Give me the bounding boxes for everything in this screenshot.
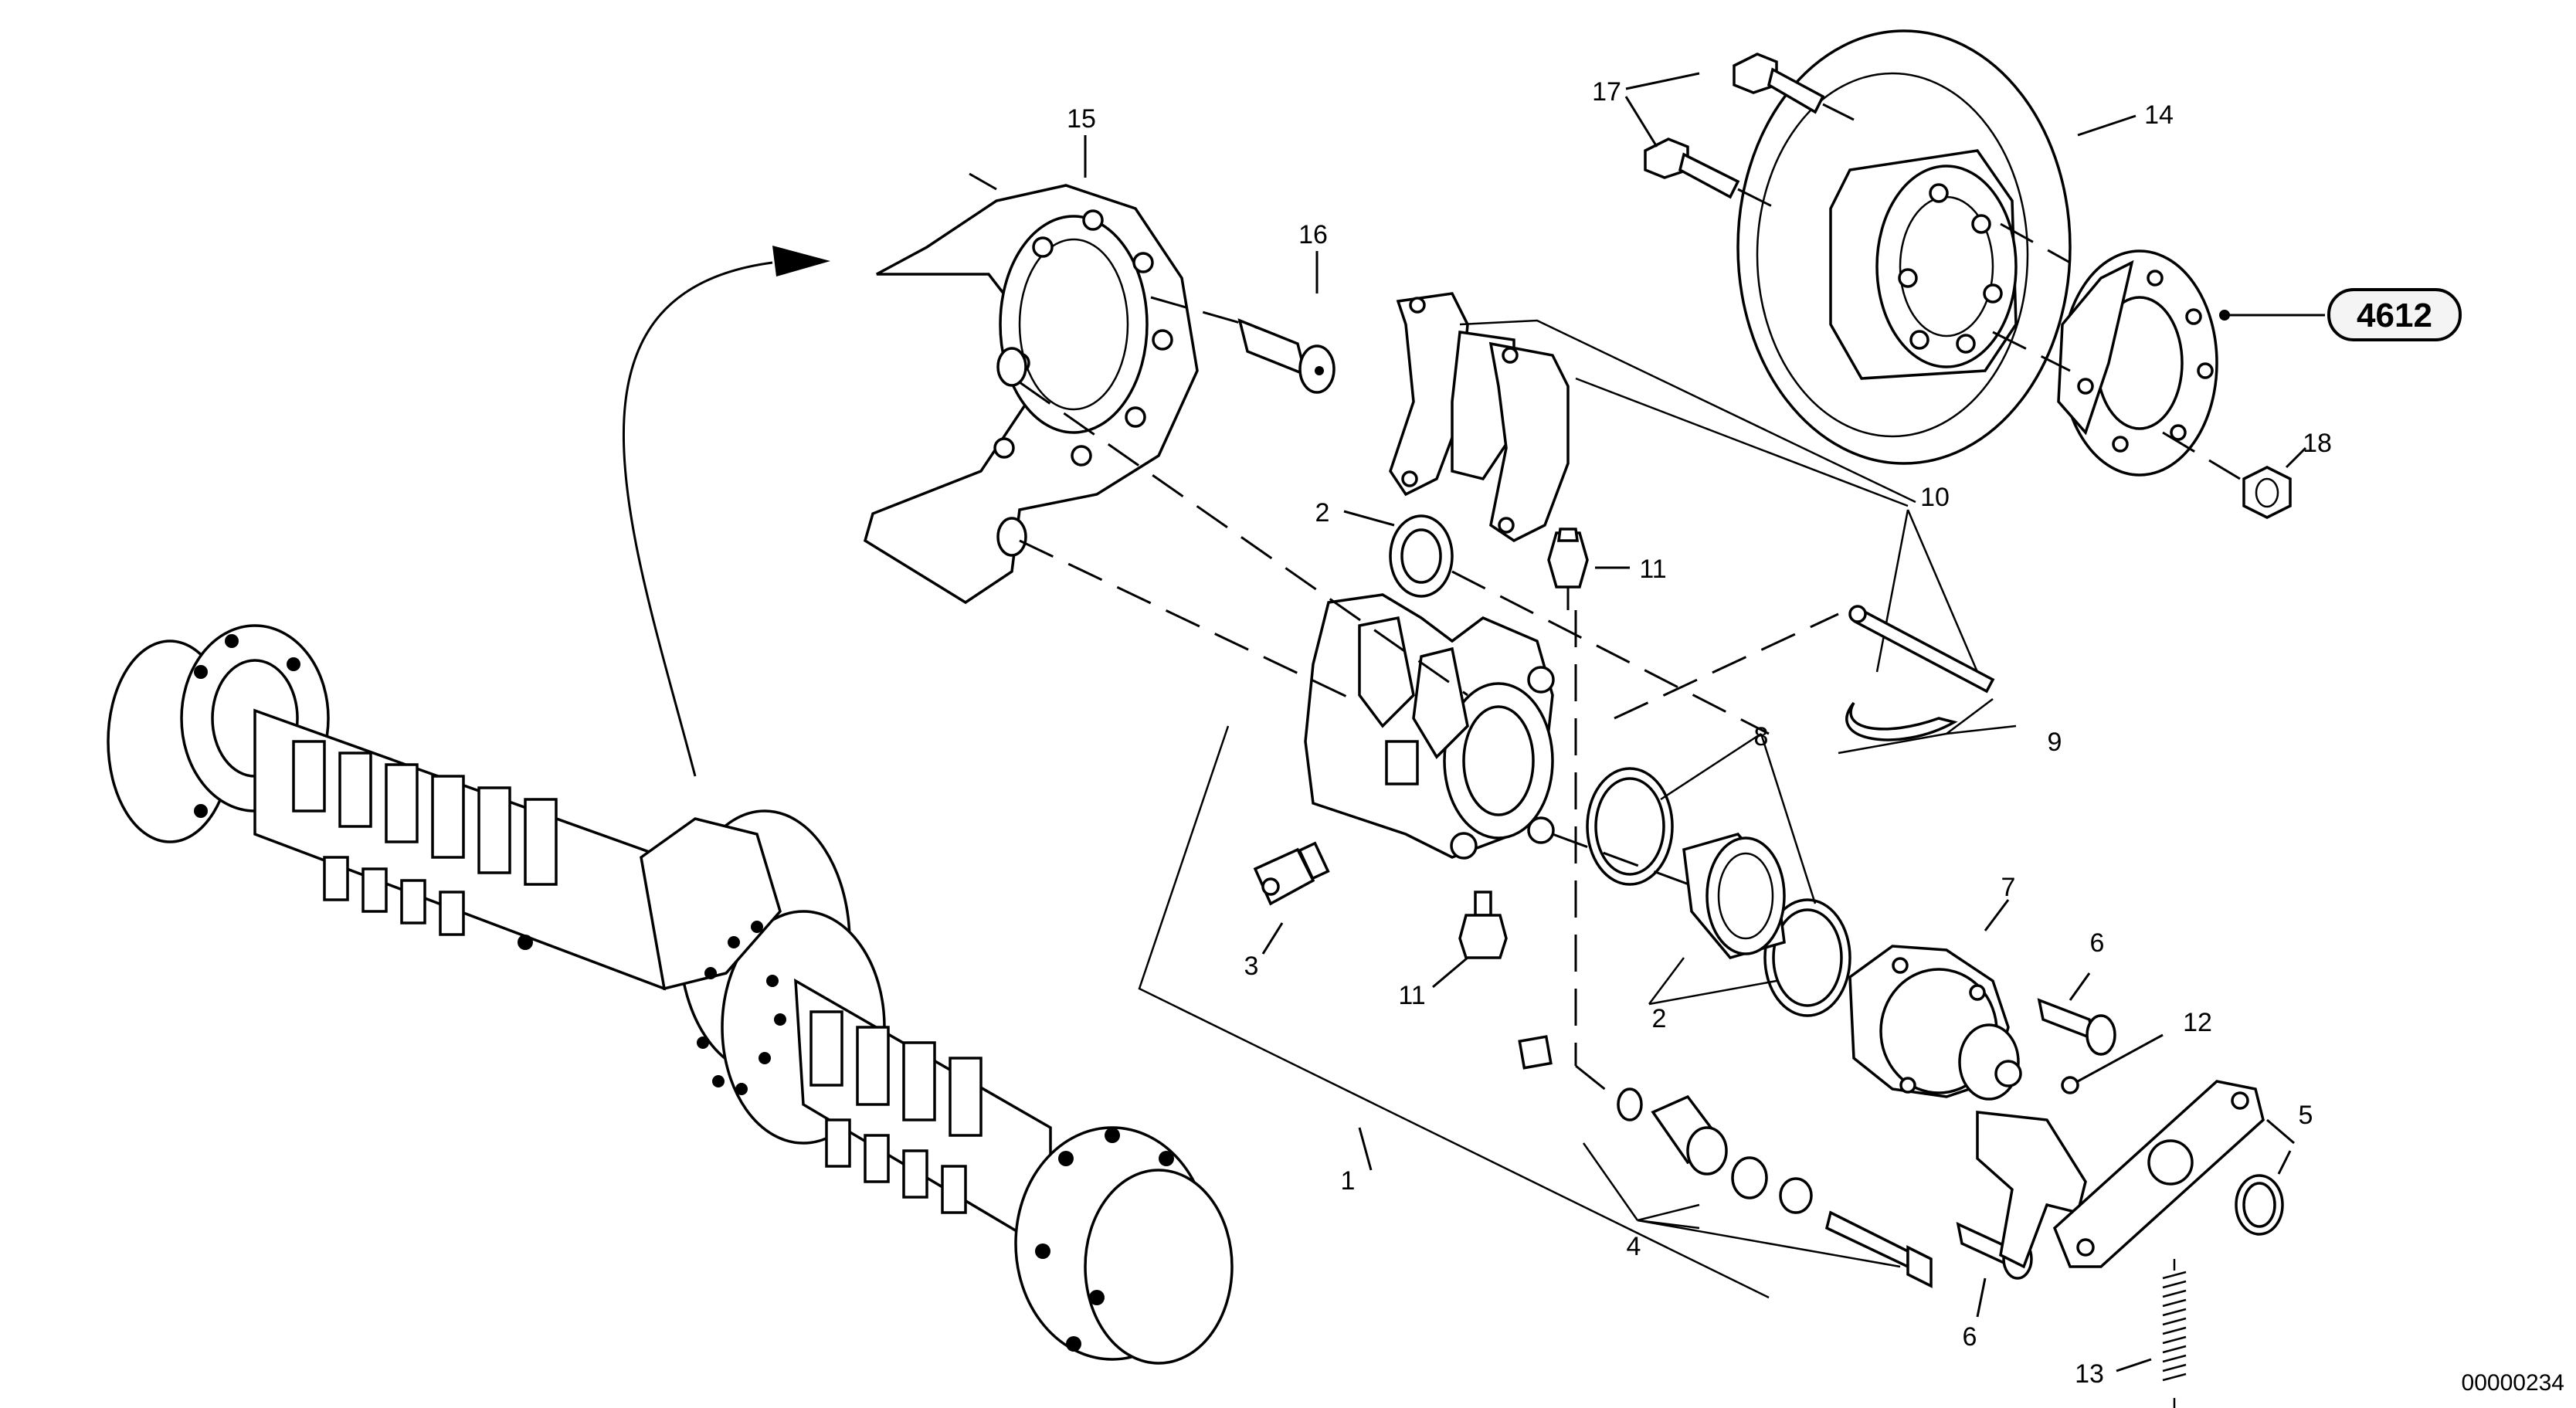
callout-17: 17 <box>1592 77 1621 107</box>
callout-15: 15 <box>1067 104 1096 134</box>
part-11-bleeder-lower <box>1458 891 1508 959</box>
part-4-pin-set <box>1518 1035 1933 1288</box>
reference-group-label: 4612 <box>2357 297 2432 334</box>
callout-9: 9 <box>2048 728 2062 757</box>
callout-4: 4 <box>1627 1232 1641 1261</box>
part-16-bolt <box>1237 318 1336 394</box>
part-13-spring <box>2162 1259 2187 1408</box>
part-17-bolts <box>1644 53 1825 199</box>
axle-assembly <box>107 624 1234 1365</box>
callout-6-upper: 6 <box>2090 928 2105 958</box>
callout-10: 10 <box>1920 483 1950 512</box>
callout-5: 5 <box>2299 1101 2313 1130</box>
brake-caliper <box>1304 593 1555 860</box>
part-2-seal <box>1389 514 1454 598</box>
callout-16: 16 <box>1298 220 1328 249</box>
assembly-lines <box>1019 296 1839 1098</box>
part-7-actuator <box>1848 945 2022 1101</box>
callout-labels: 15 16 17 14 18 10 2 11 8 9 7 6 12 5 3 11… <box>1067 77 2332 1389</box>
callout-2-top: 2 <box>1315 498 1330 528</box>
hub-flange <box>2057 249 2218 477</box>
part-3-fitting <box>1253 841 1330 906</box>
callout-13: 13 <box>2075 1359 2104 1389</box>
callout-7: 7 <box>2001 873 2016 902</box>
part-10-brake-pads <box>1389 292 1570 543</box>
part-6-bolt-upper <box>2037 998 2116 1056</box>
callout-11-top: 11 <box>1639 555 1666 584</box>
part-9-pin-and-clip <box>1845 605 1995 741</box>
callout-1: 1 <box>1341 1166 1356 1196</box>
part-12-lever <box>1976 1076 2087 1269</box>
callout-3: 3 <box>1244 952 1259 981</box>
part-15-bracket <box>863 184 1199 605</box>
callout-12: 12 <box>2183 1008 2212 1037</box>
callout-2-lower: 2 <box>1652 1004 1667 1033</box>
reference-group-badge[interactable] <box>2327 288 2462 341</box>
location-arrow <box>622 261 773 777</box>
part-11-bleeder-top <box>1547 528 1589 610</box>
callout-11-lower: 11 <box>1398 981 1425 1010</box>
callout-6-lower: 6 <box>1963 1322 1977 1352</box>
callout-18: 18 <box>2303 429 2332 458</box>
part-5-plate <box>2052 1080 2284 1268</box>
arrow-head-icon <box>772 246 830 277</box>
part-8-piston <box>1682 833 1786 959</box>
part-14-brake-disc <box>1736 29 2072 465</box>
part-18-nut <box>2242 466 2292 519</box>
drawing-code: 00000234 <box>2462 1370 2564 1396</box>
callout-14: 14 <box>2144 100 2174 130</box>
callout-8: 8 <box>1754 722 1769 751</box>
part-1-bracket-leader <box>1138 725 1770 1299</box>
